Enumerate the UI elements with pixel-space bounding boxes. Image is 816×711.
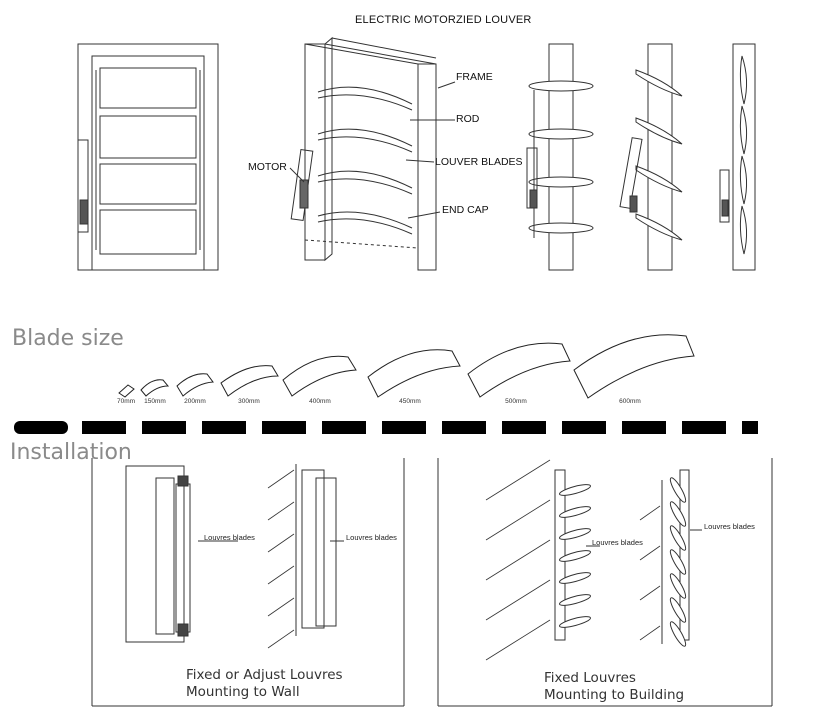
- wall-mount-caption-line1: Fixed or Adjust Louvres: [186, 667, 343, 683]
- blade-500mm: [467, 342, 571, 398]
- section-divider: [14, 421, 758, 434]
- side-section-1-drawing: [526, 43, 594, 271]
- blade-300mm: [220, 365, 279, 397]
- installation-heading: Installation: [10, 440, 132, 465]
- blade-450mm: [367, 349, 461, 398]
- wall-louvres-label-2: Louvres blades: [346, 533, 397, 542]
- isometric-louver-drawing: [289, 36, 456, 271]
- wall-louvres-label-1: Louvres blades: [204, 533, 255, 542]
- callout-rod: ROD: [456, 113, 480, 125]
- building-mount-panel: [437, 458, 773, 707]
- blade-70mm: [118, 384, 135, 398]
- blade-size-heading: Blade size: [12, 326, 124, 351]
- building-mount-caption-line2: Mounting to Building: [544, 687, 685, 703]
- blade-size-label: 450mm: [399, 398, 421, 405]
- callout-louver-blades: LOUVER BLADES: [435, 156, 523, 168]
- diagram-title: ELECTRIC MOTORZIED LOUVER: [355, 14, 532, 26]
- wall-mount-caption-line2: Mounting to Wall: [186, 684, 300, 700]
- building-louvres-label-1: Louvres blades: [592, 538, 643, 547]
- blade-400mm: [282, 355, 357, 397]
- blade-size-label: 200mm: [184, 398, 206, 405]
- wall-mount-panel: [91, 458, 405, 707]
- side-section-3-drawing: [719, 43, 756, 271]
- building-louvres-label-2: Louvres blades: [704, 522, 755, 531]
- side-section-2-drawing: [619, 43, 683, 271]
- callout-end-cap: END CAP: [442, 204, 489, 216]
- blade-size-label: 70mm: [116, 398, 136, 405]
- blade-size-label: 150mm: [144, 398, 166, 405]
- blade-profiles: [118, 334, 695, 399]
- building-mount-caption-line1: Fixed Louvres: [544, 670, 636, 686]
- callout-motor: MOTOR: [248, 161, 287, 173]
- front-elevation-drawing: [77, 43, 219, 271]
- blade-size-label: 500mm: [505, 398, 527, 405]
- blade-size-label: 600mm: [619, 398, 641, 405]
- blade-600mm: [573, 334, 695, 399]
- callout-frame: FRAME: [456, 71, 493, 83]
- blade-size-label: 300mm: [238, 398, 260, 405]
- blade-size-label: 400mm: [309, 398, 331, 405]
- blade-150mm: [140, 379, 170, 397]
- blade-200mm: [176, 373, 214, 397]
